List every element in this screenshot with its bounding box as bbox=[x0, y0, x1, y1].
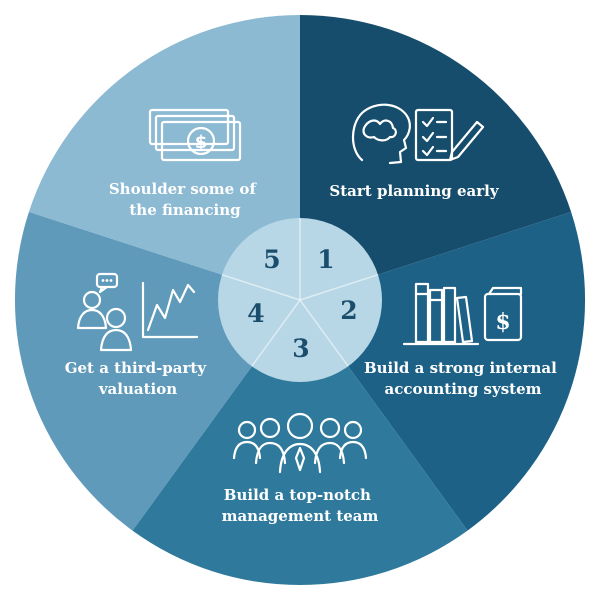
segment-3-title: Build a top-notch management team bbox=[222, 486, 379, 525]
brain-checklist-icon bbox=[351, 103, 485, 165]
segment-5-title: Shoulder some of the financing bbox=[109, 180, 261, 219]
team-people-icon bbox=[232, 412, 368, 474]
number-2: 2 bbox=[340, 296, 357, 325]
books-ledger-icon: $ bbox=[402, 282, 523, 346]
segment-2-title: Build a strong internal accounting syste… bbox=[364, 359, 562, 398]
number-4: 4 bbox=[247, 299, 264, 328]
number-1: 1 bbox=[317, 245, 334, 274]
segment-1-title: Start planning early bbox=[329, 182, 499, 200]
consultant-chart-icon bbox=[76, 272, 199, 352]
number-3: 3 bbox=[292, 334, 309, 363]
money-bills-icon: $ bbox=[148, 108, 242, 162]
number-5: 5 bbox=[263, 245, 280, 274]
segment-4-title: Get a third-party valuation bbox=[65, 359, 212, 398]
svg-text:$: $ bbox=[195, 132, 208, 153]
segment-5 bbox=[28, 14, 301, 300]
segment-3 bbox=[132, 300, 468, 586]
svg-text:$: $ bbox=[495, 309, 510, 335]
segment-1 bbox=[300, 14, 572, 300]
center-dividers bbox=[221, 218, 379, 367]
